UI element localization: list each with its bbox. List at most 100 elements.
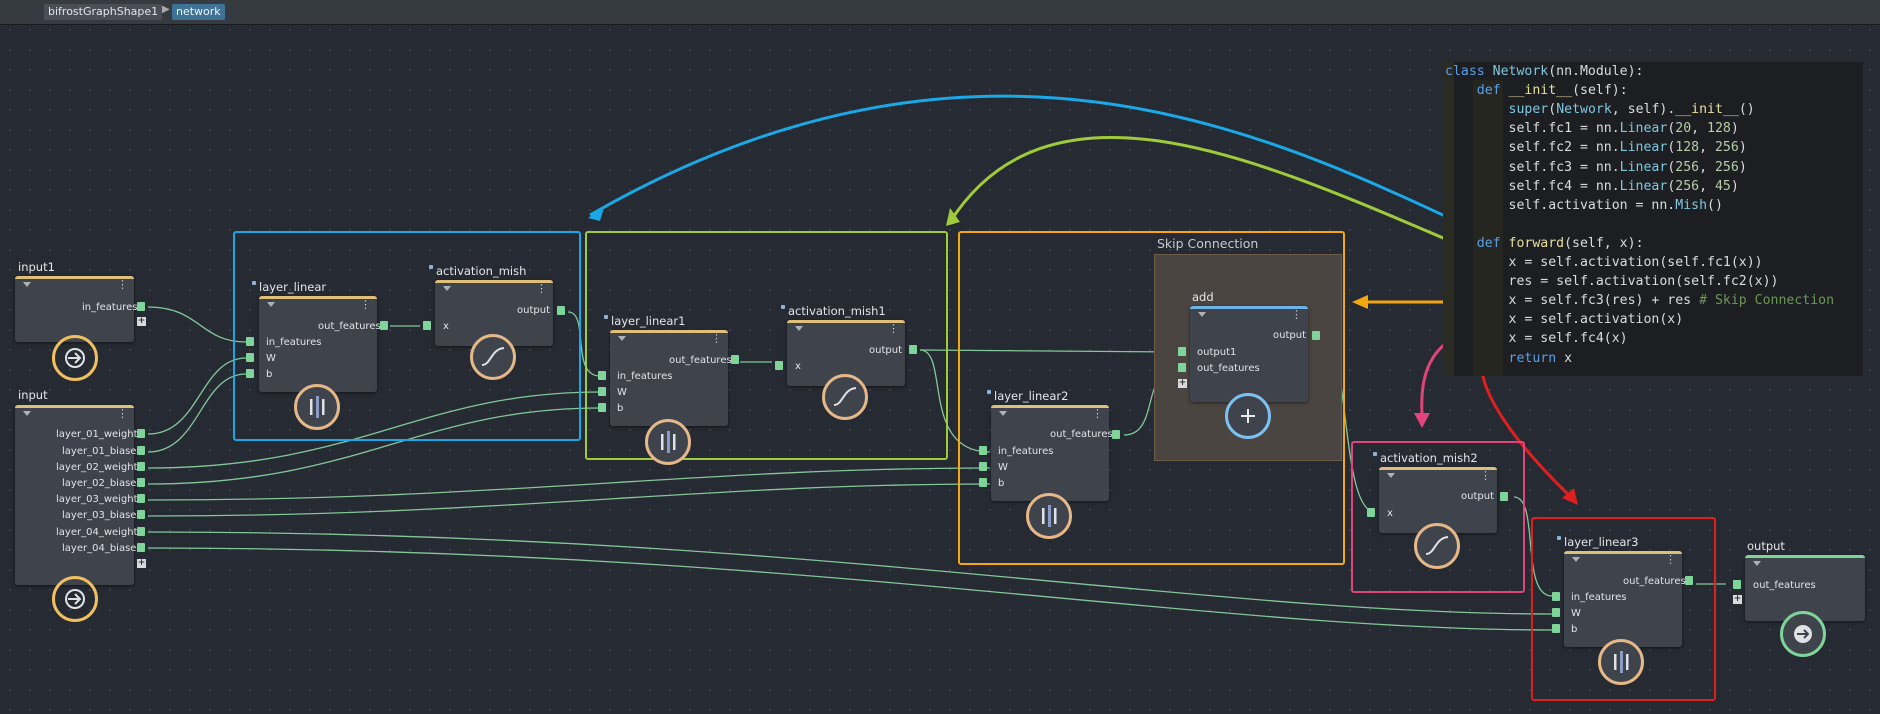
output-port[interactable] bbox=[137, 446, 145, 455]
code-token: Linear bbox=[1619, 121, 1668, 137]
collapse-icon[interactable] bbox=[267, 302, 275, 307]
input-port[interactable] bbox=[246, 353, 254, 362]
input-port[interactable] bbox=[979, 462, 987, 471]
input-port[interactable] bbox=[979, 446, 987, 455]
more-icon[interactable]: ⋮ bbox=[1665, 553, 1676, 566]
port-label: out_features bbox=[1753, 580, 1816, 591]
code-token: x bbox=[1564, 350, 1573, 366]
more-icon[interactable]: ⋮ bbox=[711, 332, 722, 345]
node-output[interactable] bbox=[1745, 555, 1865, 621]
linear-layer-icon bbox=[294, 384, 340, 430]
code-token: # Skip Connection bbox=[1699, 293, 1835, 309]
code-token: super bbox=[1508, 102, 1549, 118]
output-port[interactable] bbox=[137, 527, 145, 536]
node-layer-linear1[interactable]: ⋮ bbox=[610, 330, 728, 426]
add-port-icon[interactable]: + bbox=[137, 316, 146, 326]
add-port-icon[interactable]: + bbox=[1178, 378, 1187, 388]
code-token: x = self.activation(x) bbox=[1445, 312, 1684, 328]
input-port[interactable] bbox=[979, 478, 987, 487]
input-port[interactable] bbox=[1552, 592, 1560, 601]
code-token: ) bbox=[1738, 140, 1747, 156]
collapse-icon[interactable] bbox=[1198, 312, 1206, 317]
node-input[interactable]: ⋮ bbox=[15, 405, 134, 585]
port-label: b bbox=[617, 403, 624, 414]
more-icon[interactable]: ⋮ bbox=[1480, 469, 1491, 482]
code-line: res = self.activation(self.fc2(x)) bbox=[1445, 272, 1779, 291]
output-port[interactable] bbox=[1500, 492, 1508, 501]
code-token: 256 bbox=[1714, 159, 1739, 175]
output-port[interactable] bbox=[137, 462, 145, 471]
add-port-icon[interactable]: + bbox=[137, 558, 146, 568]
collapse-icon[interactable] bbox=[1387, 473, 1395, 478]
input-port[interactable] bbox=[1733, 580, 1741, 589]
node-add[interactable]: ⋮ bbox=[1190, 306, 1308, 402]
code-token bbox=[1445, 236, 1477, 251]
output-port[interactable] bbox=[137, 510, 145, 519]
input-port[interactable] bbox=[423, 321, 431, 330]
input-port[interactable] bbox=[598, 387, 606, 396]
output-port[interactable] bbox=[137, 478, 145, 487]
frame-red bbox=[1531, 517, 1716, 701]
output-port[interactable] bbox=[731, 355, 739, 364]
output-port[interactable] bbox=[137, 494, 145, 503]
input-port[interactable] bbox=[246, 337, 254, 346]
collapse-icon[interactable] bbox=[999, 411, 1007, 416]
breadcrumb-item-graph[interactable]: bifrostGraphShape1 bbox=[44, 4, 163, 20]
code-token: ) bbox=[1730, 178, 1739, 194]
output-port[interactable] bbox=[137, 543, 145, 552]
input-port[interactable] bbox=[1552, 608, 1560, 617]
node-activation-mish2[interactable]: ⋮ bbox=[1379, 467, 1497, 533]
output-port[interactable] bbox=[557, 306, 565, 315]
code-token: self.fc4 = nn. bbox=[1445, 178, 1620, 194]
output-port[interactable] bbox=[137, 429, 145, 438]
collapse-icon[interactable] bbox=[23, 411, 31, 416]
code-token: __init__ bbox=[1508, 83, 1573, 99]
port-label: out_features bbox=[318, 321, 381, 332]
port-label: x bbox=[795, 361, 801, 372]
code-token: __init__ bbox=[1675, 102, 1739, 118]
node-layer-linear3[interactable]: ⋮ bbox=[1564, 551, 1682, 647]
input-port[interactable] bbox=[1178, 363, 1186, 372]
input-port[interactable] bbox=[1552, 624, 1560, 633]
output-port[interactable] bbox=[1112, 430, 1120, 439]
input-port[interactable] bbox=[1178, 347, 1186, 356]
input-port[interactable] bbox=[598, 403, 606, 412]
annotation-arrow-green bbox=[948, 135, 1506, 266]
collapse-icon[interactable] bbox=[795, 326, 803, 331]
input-port[interactable] bbox=[246, 369, 254, 378]
output-port[interactable] bbox=[137, 302, 145, 311]
input-port[interactable] bbox=[775, 361, 783, 370]
input-port[interactable] bbox=[598, 371, 606, 380]
more-icon[interactable]: ⋮ bbox=[360, 298, 371, 311]
arrowhead-icon bbox=[588, 207, 604, 221]
collapse-icon[interactable] bbox=[618, 336, 626, 341]
more-icon[interactable]: ⋮ bbox=[117, 407, 128, 420]
code-token: Network bbox=[1556, 102, 1612, 118]
collapse-icon[interactable] bbox=[23, 282, 31, 287]
add-port-icon[interactable]: + bbox=[1733, 594, 1742, 604]
code-token: x = self.fc3(res) + res bbox=[1445, 293, 1700, 309]
node-input1[interactable]: ⋮ bbox=[15, 276, 134, 342]
output-port[interactable] bbox=[380, 321, 388, 330]
collapse-icon[interactable] bbox=[1753, 561, 1761, 566]
output-port[interactable] bbox=[909, 345, 917, 354]
input-port[interactable] bbox=[1367, 508, 1375, 517]
more-icon[interactable]: ⋮ bbox=[888, 322, 899, 335]
more-icon[interactable]: ⋮ bbox=[117, 278, 128, 291]
output-port[interactable] bbox=[1685, 576, 1693, 585]
more-icon[interactable]: ⋮ bbox=[1291, 308, 1302, 321]
arrowhead-icon bbox=[946, 208, 960, 226]
more-icon[interactable]: ⋮ bbox=[536, 282, 547, 295]
port-label: out_features bbox=[1050, 429, 1113, 440]
node-layer-linear[interactable]: ⋮ bbox=[259, 296, 377, 392]
code-token bbox=[1445, 351, 1509, 366]
collapse-icon[interactable] bbox=[1572, 557, 1580, 562]
node-layer-linear2[interactable]: ⋮ bbox=[991, 405, 1109, 501]
breadcrumb-item-network[interactable]: network bbox=[172, 4, 225, 20]
collapse-icon[interactable] bbox=[443, 286, 451, 291]
code-line: def forward(self, x): bbox=[1445, 234, 1644, 253]
port-label: W bbox=[617, 387, 627, 398]
more-icon[interactable]: ⋮ bbox=[1092, 407, 1103, 420]
output-port[interactable] bbox=[1312, 331, 1320, 340]
